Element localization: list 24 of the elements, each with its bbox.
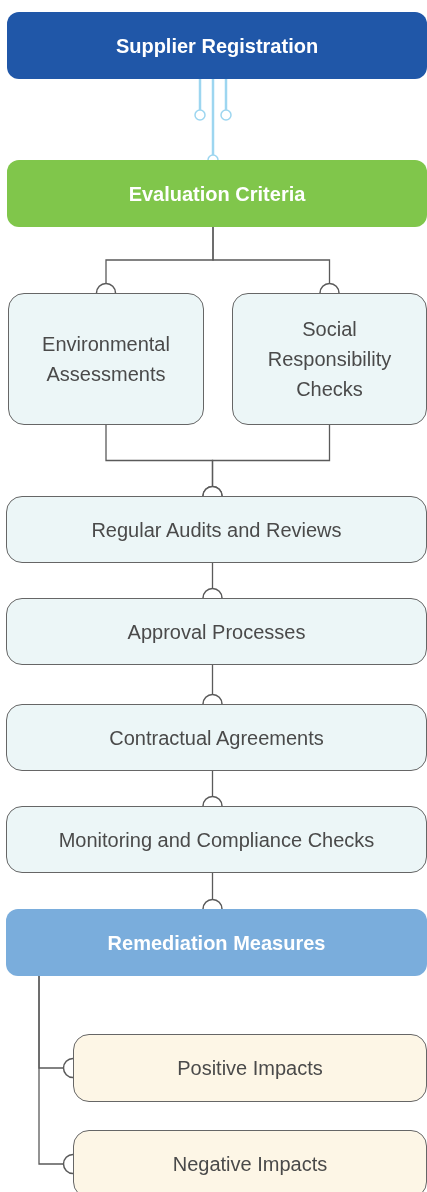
- connector: [194, 79, 206, 121]
- process-box: [6, 496, 427, 563]
- node-label: Approval Processes: [127, 619, 306, 645]
- process-box: [73, 1034, 427, 1102]
- header-bar: [7, 12, 427, 79]
- node-label: Monitoring and Compliance Checks: [58, 827, 375, 853]
- process-box: [6, 704, 427, 771]
- node-label: Contractual Agreements: [109, 725, 324, 751]
- process-box: [232, 293, 427, 425]
- node-label: Evaluation Criteria: [128, 181, 306, 207]
- node-label: Environmental Assessments: [41, 332, 171, 387]
- process-box: [6, 806, 427, 873]
- connector: [220, 79, 232, 121]
- node-label: Positive Impacts: [177, 1056, 323, 1081]
- node-label: Supplier Registration: [115, 33, 319, 59]
- header-bar: [6, 909, 427, 976]
- node-label: Negative Impacts: [172, 1152, 328, 1177]
- process-box: [8, 293, 204, 425]
- process-box: [6, 598, 427, 665]
- node-label: Social Responsibility Checks: [266, 317, 393, 402]
- node-label: Remediation Measures: [107, 930, 326, 956]
- header-bar: [7, 160, 427, 227]
- node-label: Regular Audits and Reviews: [91, 517, 342, 543]
- process-box: [73, 1130, 427, 1192]
